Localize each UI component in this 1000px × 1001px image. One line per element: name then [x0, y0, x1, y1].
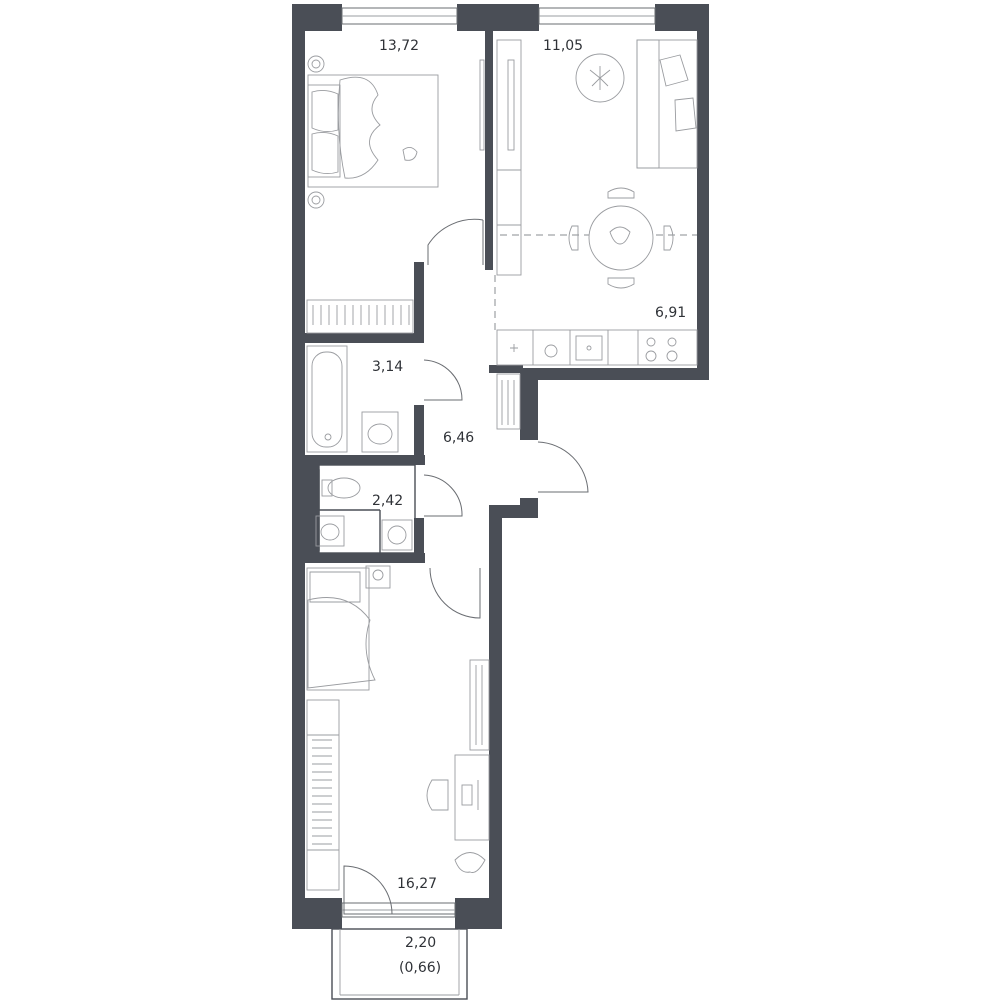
area-second-bedroom: 16,27: [397, 876, 437, 892]
wet-rooms-furniture: [306, 345, 521, 551]
area-balcony-reduced: (0,66): [399, 960, 441, 976]
area-toilet: 2,42: [372, 493, 403, 509]
area-living-room: 11,05: [543, 38, 583, 54]
area-balcony: 2,20: [405, 935, 436, 951]
exterior-walls: [292, 4, 709, 929]
living-furniture: [496, 39, 698, 366]
bedroom-furniture: [306, 55, 485, 334]
area-bathroom: 3,14: [372, 359, 403, 375]
interior-walls: [305, 27, 523, 563]
toilet-partitions: [310, 464, 416, 554]
area-bedroom: 13,72: [379, 38, 419, 54]
area-kitchen: 6,91: [655, 305, 686, 321]
doors: [343, 218, 589, 915]
second-bedroom-furniture: [306, 565, 490, 891]
area-labels: 13,72 11,05 6,91 3,14 6,46 2,42 16,27 2,…: [372, 38, 686, 976]
balcony: [331, 928, 468, 1000]
area-hallway: 6,46: [443, 430, 474, 446]
